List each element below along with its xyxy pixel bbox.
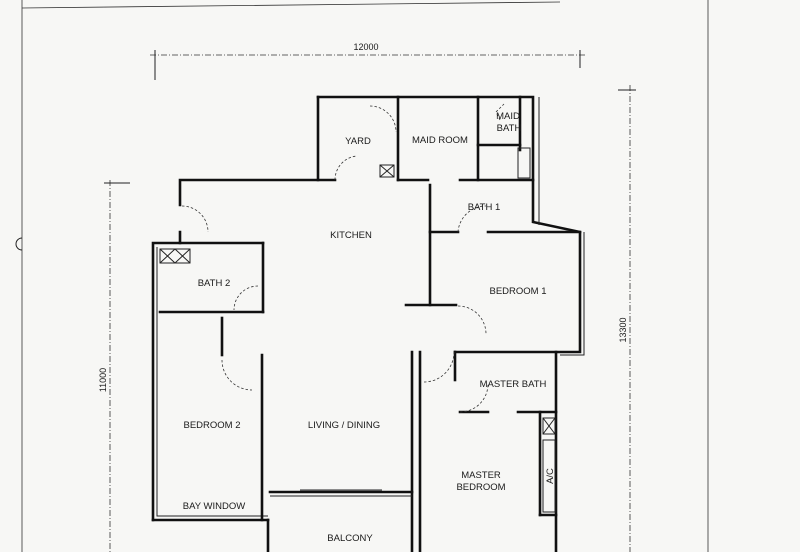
balcony-walls bbox=[268, 489, 414, 497]
room-label-balcony: BALCONY bbox=[327, 533, 373, 544]
door-swing-bedroom-2 bbox=[221, 359, 253, 391]
bath-2-vanity bbox=[159, 248, 191, 264]
room-label-bay-window: BAY WINDOW bbox=[183, 501, 245, 512]
dimension-width-label: 12000 bbox=[353, 42, 378, 52]
binder-hole-mark bbox=[15, 237, 23, 251]
door-swing-bath-2 bbox=[233, 285, 259, 311]
room-label-kitchen: KITCHEN bbox=[330, 230, 372, 241]
yard-appliance bbox=[379, 164, 395, 178]
door-swing-yard bbox=[369, 105, 397, 133]
bath-1-walls bbox=[404, 183, 582, 307]
room-label-bath-2: BATH 2 bbox=[198, 278, 231, 289]
room-label-ac: A/C bbox=[545, 468, 556, 484]
room-label-bedroom-2: BEDROOM 2 bbox=[183, 420, 240, 431]
room-label-master-bedroom-line1: MASTER bbox=[461, 470, 501, 481]
room-label-bath-1: BATH 1 bbox=[468, 202, 501, 213]
door-swing-master-bedroom bbox=[423, 351, 455, 383]
room-label-living-dining: LIVING / DINING bbox=[308, 420, 380, 431]
master-bath-vanity bbox=[542, 417, 556, 435]
room-label-maid-room: MAID ROOM bbox=[412, 135, 468, 146]
master-walls bbox=[410, 350, 558, 552]
door-swing-bedroom-1 bbox=[457, 305, 487, 335]
doors bbox=[181, 103, 505, 413]
dimension-height-right-label: 13300 bbox=[618, 317, 628, 342]
room-label-yard: YARD bbox=[345, 136, 371, 147]
room-label-maid-bath-line2: BATH bbox=[497, 123, 522, 134]
dimension-right: 13300 bbox=[618, 85, 636, 552]
room-label-bedroom-1: BEDROOM 1 bbox=[489, 286, 546, 297]
room-label-master-bath: MASTER BATH bbox=[480, 379, 547, 390]
ac-ledge bbox=[542, 439, 556, 513]
dimension-height-left-label: 11000 bbox=[98, 368, 108, 392]
room-label-maid-bath-line1: MAID bbox=[496, 111, 520, 122]
service-walls bbox=[316, 95, 535, 182]
outer-walls bbox=[151, 95, 585, 552]
dimension-left: 11000 bbox=[98, 180, 130, 552]
door-swing-bath-1 bbox=[457, 205, 487, 233]
dimension-top: 12000 bbox=[150, 42, 585, 80]
door-swing-kitchen-entry bbox=[181, 205, 209, 233]
room-label-master-bedroom-line2: BEDROOM bbox=[456, 482, 505, 493]
bath-2-walls bbox=[158, 241, 265, 522]
door-swing-yard-bottom bbox=[334, 155, 358, 181]
page-edge-top bbox=[21, 1, 561, 9]
maid-bath-fixture bbox=[517, 147, 531, 179]
